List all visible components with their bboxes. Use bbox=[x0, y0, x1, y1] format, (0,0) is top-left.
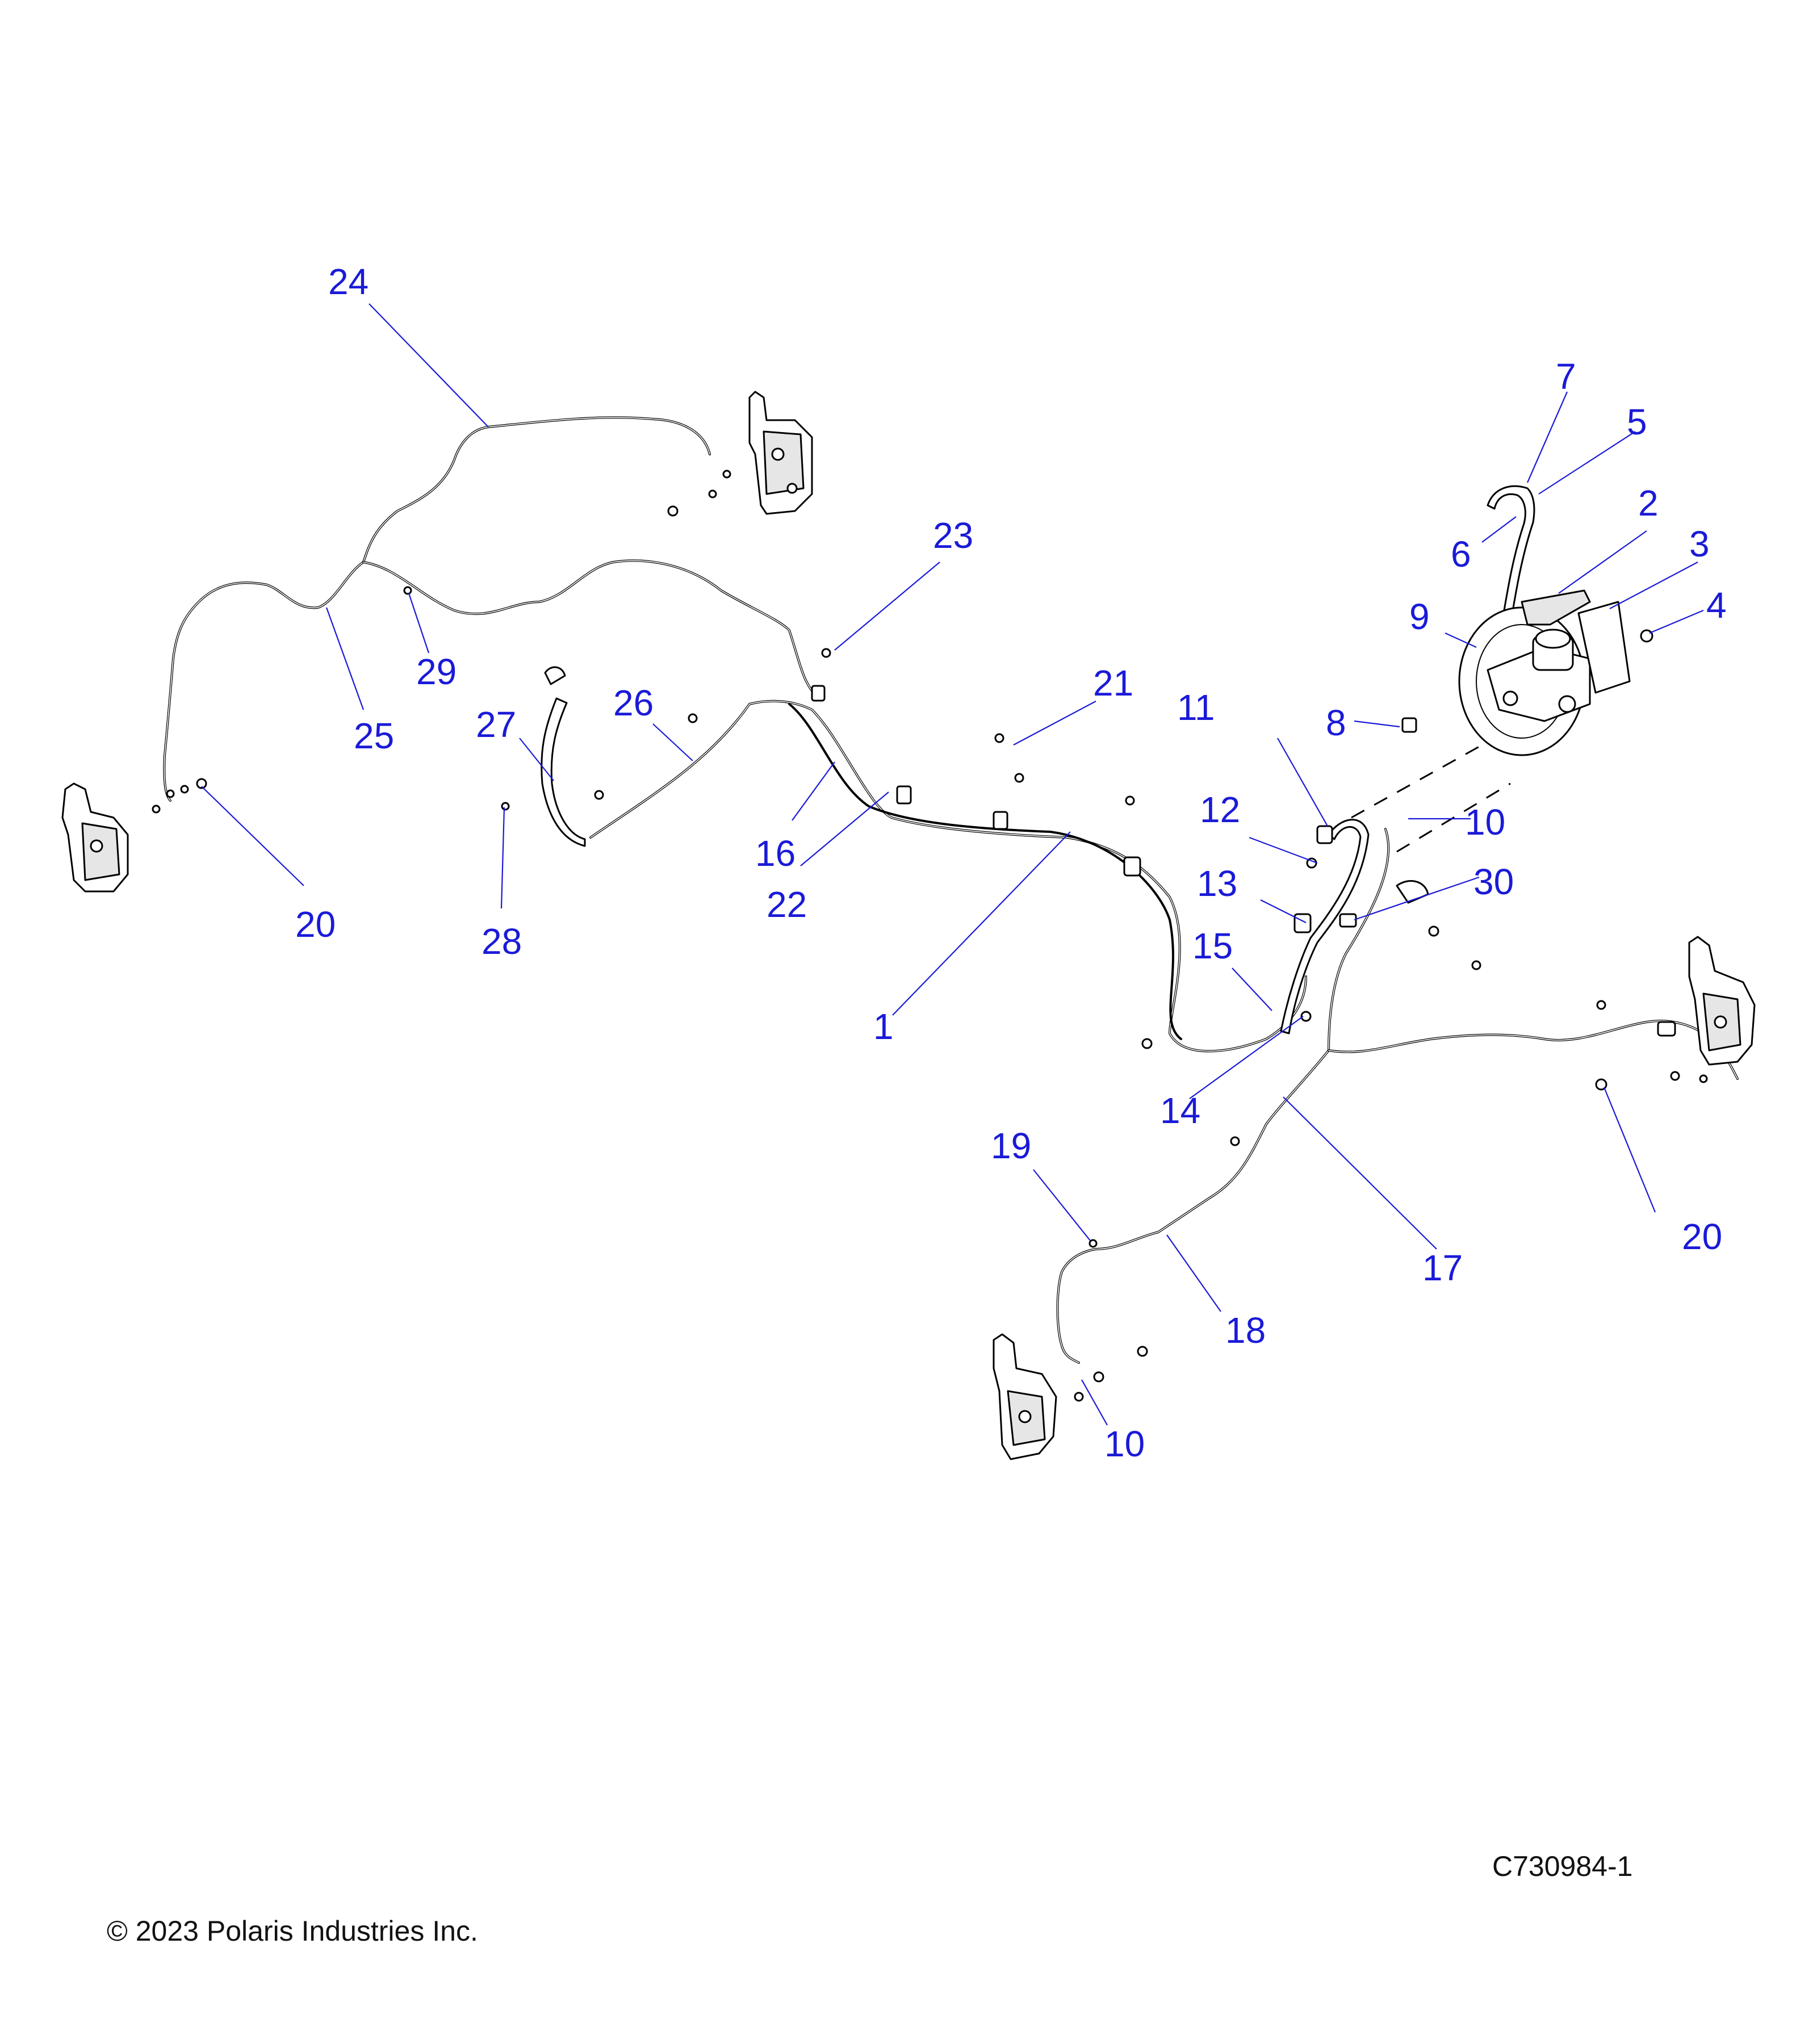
callout-16: 16 bbox=[755, 833, 796, 874]
fastener-artwork bbox=[152, 470, 1708, 1402]
leader-lines bbox=[201, 303, 1704, 1426]
brake-line-artwork bbox=[163, 416, 1739, 1364]
callout-20a: 20 bbox=[295, 904, 336, 945]
callout-18: 18 bbox=[1225, 1310, 1266, 1351]
caliper-rear-right-icon bbox=[748, 391, 813, 515]
brake-booster-icon bbox=[1458, 606, 1591, 756]
callout-12: 12 bbox=[1200, 789, 1240, 830]
callout-10b: 10 bbox=[1104, 1423, 1145, 1464]
callouts: 1 2 3 4 5 6 7 8 9 10 11 12 13 14 15 16 1… bbox=[295, 261, 1727, 1464]
callout-7: 7 bbox=[1556, 356, 1576, 397]
heat-shield-icon bbox=[1577, 601, 1631, 694]
callout-28: 28 bbox=[482, 921, 522, 962]
callout-24: 24 bbox=[328, 261, 369, 302]
callout-17: 17 bbox=[1422, 1247, 1463, 1288]
caliper-front-right-icon bbox=[1688, 936, 1756, 1066]
callout-26: 26 bbox=[613, 682, 654, 723]
callout-23: 23 bbox=[933, 515, 973, 556]
callout-3: 3 bbox=[1689, 523, 1710, 564]
callout-22: 22 bbox=[767, 884, 807, 925]
callout-30: 30 bbox=[1473, 861, 1514, 902]
callout-29: 29 bbox=[416, 651, 457, 692]
callout-6: 6 bbox=[1451, 534, 1471, 575]
bracket-icon bbox=[1521, 589, 1591, 626]
callout-9: 9 bbox=[1409, 596, 1430, 637]
callout-20b: 20 bbox=[1682, 1216, 1722, 1257]
callout-10a: 10 bbox=[1465, 802, 1505, 843]
callout-19: 19 bbox=[991, 1125, 1031, 1166]
caliper-rear-left-icon bbox=[61, 782, 129, 893]
copyright-notice: © 2023 Polaris Industries Inc. bbox=[107, 1915, 478, 1947]
component-artwork bbox=[61, 391, 1756, 1460]
drawing-number: C730984-1 bbox=[1492, 1850, 1632, 1882]
callout-8: 8 bbox=[1326, 702, 1346, 743]
callout-14: 14 bbox=[1160, 1090, 1200, 1131]
callout-13: 13 bbox=[1197, 863, 1237, 904]
callout-25: 25 bbox=[354, 715, 394, 756]
callout-5: 5 bbox=[1627, 401, 1647, 442]
caliper-front-left-icon bbox=[993, 1333, 1057, 1460]
callout-2: 2 bbox=[1638, 483, 1659, 523]
callout-21: 21 bbox=[1093, 663, 1133, 703]
callout-1: 1 bbox=[873, 1006, 894, 1047]
callout-27: 27 bbox=[476, 704, 516, 745]
callout-4: 4 bbox=[1706, 585, 1727, 626]
callout-15: 15 bbox=[1192, 925, 1233, 966]
callout-11: 11 bbox=[1177, 687, 1215, 728]
